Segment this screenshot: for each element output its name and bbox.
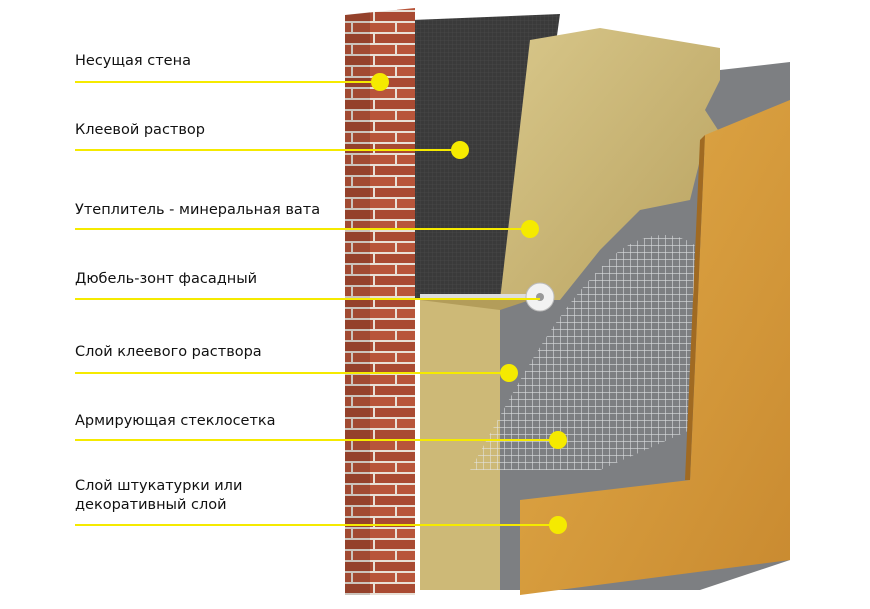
- label-mineral-wool: Утеплитель - минеральная вата: [75, 202, 321, 218]
- label-reinforcing-mesh: Армирующая стеклосетка: [75, 413, 276, 429]
- label-adhesive-mortar: Клеевой раствор: [75, 122, 205, 138]
- plaster-side: [685, 135, 705, 480]
- label-facade-dowel: Дюбель-зонт фасадный: [75, 271, 258, 287]
- mineral-wool-upper: [500, 28, 720, 300]
- reinforcing-mesh: [470, 235, 700, 470]
- pointers: [75, 73, 567, 534]
- mineral-wool-lower: [420, 296, 500, 590]
- label-adhesive-layer: Слой клеевого раствора: [75, 344, 262, 360]
- brick-wall: [345, 8, 415, 595]
- label-load-bearing-wall: Несущая стена: [75, 53, 191, 69]
- label-plaster-line2: декоративный слой: [75, 497, 227, 513]
- decorative-plaster-layer: [520, 100, 790, 595]
- label-plaster-line1: Слой штукатурки или: [75, 478, 243, 494]
- brick-wall-side: [345, 12, 370, 595]
